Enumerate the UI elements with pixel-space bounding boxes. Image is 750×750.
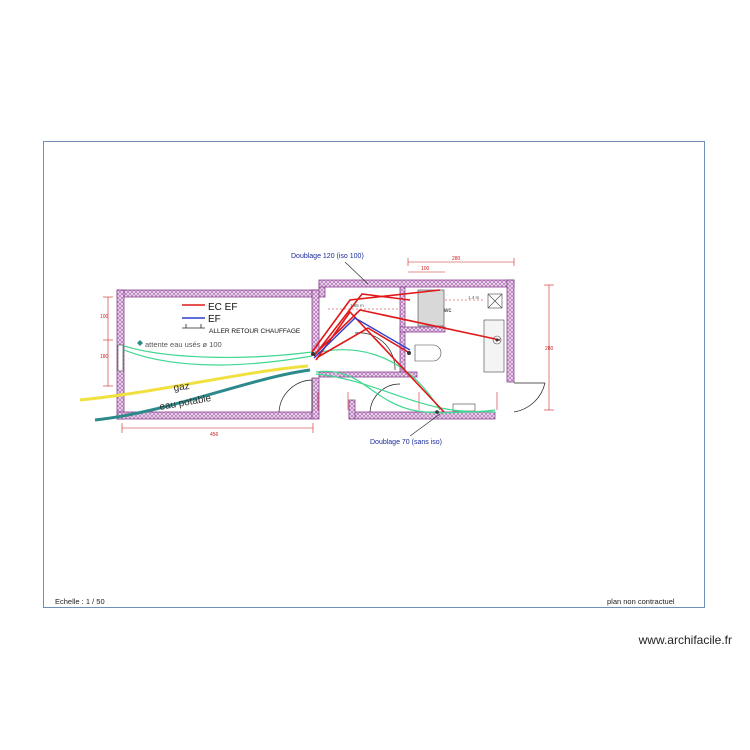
doublage-top-label: Doublage 120 (iso 100) [291,253,364,260]
potable-water-pipe [94,368,311,422]
dim-top-small: 100 [421,266,430,272]
callout-lines [344,261,441,437]
wall-bath-horizontal [399,326,446,333]
heating-loop-mid-1 [311,349,441,411]
plan-frame [43,141,705,608]
door-arc-left [278,379,313,413]
heating-pipes [123,345,496,414]
legend-ec-ef: EC EF [208,302,237,313]
pipe-nodes [311,338,499,414]
hot-pipe-3 [317,327,409,358]
small-box-cross [487,293,503,309]
fixtures [117,289,505,412]
eau-potable-label: eau potable [159,393,213,413]
legend-swatches [182,324,205,329]
wall-left-top [116,289,320,298]
door-arc-middle [369,383,401,413]
cold-water-pipes [182,317,411,359]
dim-inner-b: 1.4 m [468,295,480,300]
wall-right-outer [506,279,515,383]
gas-pipe [79,364,309,402]
hot-water-pipes [182,289,501,413]
wall-top-right [318,279,515,288]
watermark-link[interactable]: www.archifacile.fr [638,633,732,647]
legend-chauffage: ALLER RETOUR CHAUFFAGE [209,328,301,335]
attente-marker [137,340,143,346]
drain [492,335,502,345]
legend-ef: EF [208,314,221,325]
dim-top-right: 280 [452,256,461,262]
gaz-label: gaz [173,381,190,394]
dim-inner-a: 1.85 m [350,303,364,308]
doublage-bottom-label: Doublage 70 (sans iso) [370,439,442,446]
wc-label: wc [443,308,451,314]
window-left [117,344,124,372]
dim-height-right: 280 [545,346,554,352]
dimension-lines [103,258,554,433]
hot-pipe-1 [311,289,441,353]
wall-left-bottom [116,411,313,420]
door-arc-right [513,382,546,413]
disclaimer-label: plan non contractuel [607,597,675,606]
hot-pipe-5 [313,293,411,357]
washbasin [414,344,442,362]
bathroom-cabinet [483,319,505,373]
wall-bottom-right [348,411,496,420]
dim-left-mid: 180 [100,354,109,360]
hot-pipe-4 [315,310,445,413]
wall-bottom-stub [348,399,356,420]
heating-loop-left-2 [123,349,313,366]
dim-left-width: 456 [210,432,219,438]
scale-label: Echelle : 1 / 50 [55,597,105,606]
dim-left-upper: 100 [100,314,109,320]
heating-loop-mid-3 [315,373,496,413]
heating-loop-left-1 [123,345,313,359]
cold-pipe-1 [313,317,411,359]
shower-tray [417,289,445,327]
attente-label: attente eau usés ø 100 [145,340,222,349]
